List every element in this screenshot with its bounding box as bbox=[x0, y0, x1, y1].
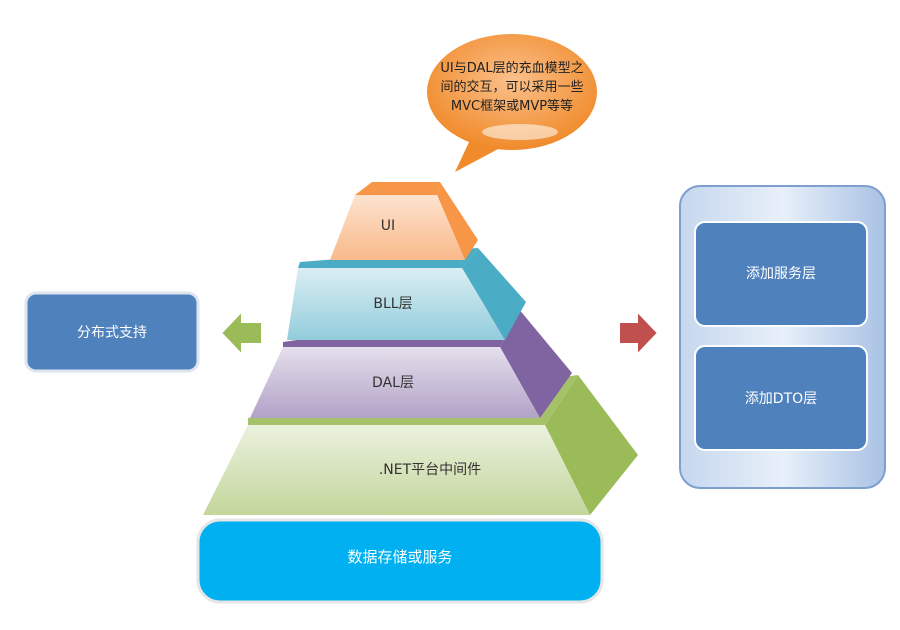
dto-layer-label: 添加DTO层 bbox=[745, 391, 817, 407]
layer-ui: UI bbox=[330, 182, 478, 260]
arrow-right-icon bbox=[618, 308, 660, 358]
dto-layer-box bbox=[694, 345, 868, 451]
service-layer-box bbox=[694, 221, 868, 327]
dal-label: DAL层 bbox=[372, 375, 414, 391]
service-layer-label: 添加服务层 bbox=[746, 266, 816, 282]
net-label: .NET平台中间件 bbox=[379, 462, 481, 478]
bubble-line-2: 间的交互，可以采用一些 bbox=[440, 79, 583, 95]
arrow-left-icon bbox=[219, 308, 263, 358]
bubble-line-1: UI与DAL层的充血模型之 bbox=[440, 60, 583, 76]
base-label: 数据存储或服务 bbox=[347, 548, 452, 566]
bubble-line-3: MVC框架或MVP等等 bbox=[451, 98, 573, 114]
extension-panel: 添加服务层 添加DTO层 bbox=[679, 185, 886, 489]
bll-label: BLL层 bbox=[373, 296, 412, 312]
data-storage-base: 数据存储或服务 bbox=[196, 518, 604, 604]
ui-label: UI bbox=[381, 218, 395, 234]
distributed-support-box: 分布式支持 bbox=[24, 291, 200, 373]
speech-bubble: UI与DAL层的充血模型之 间的交互，可以采用一些 MVC框架或MVP等等 bbox=[427, 34, 597, 172]
layer-bll: BLL层 bbox=[287, 248, 526, 340]
left-box-label: 分布式支持 bbox=[77, 325, 147, 341]
